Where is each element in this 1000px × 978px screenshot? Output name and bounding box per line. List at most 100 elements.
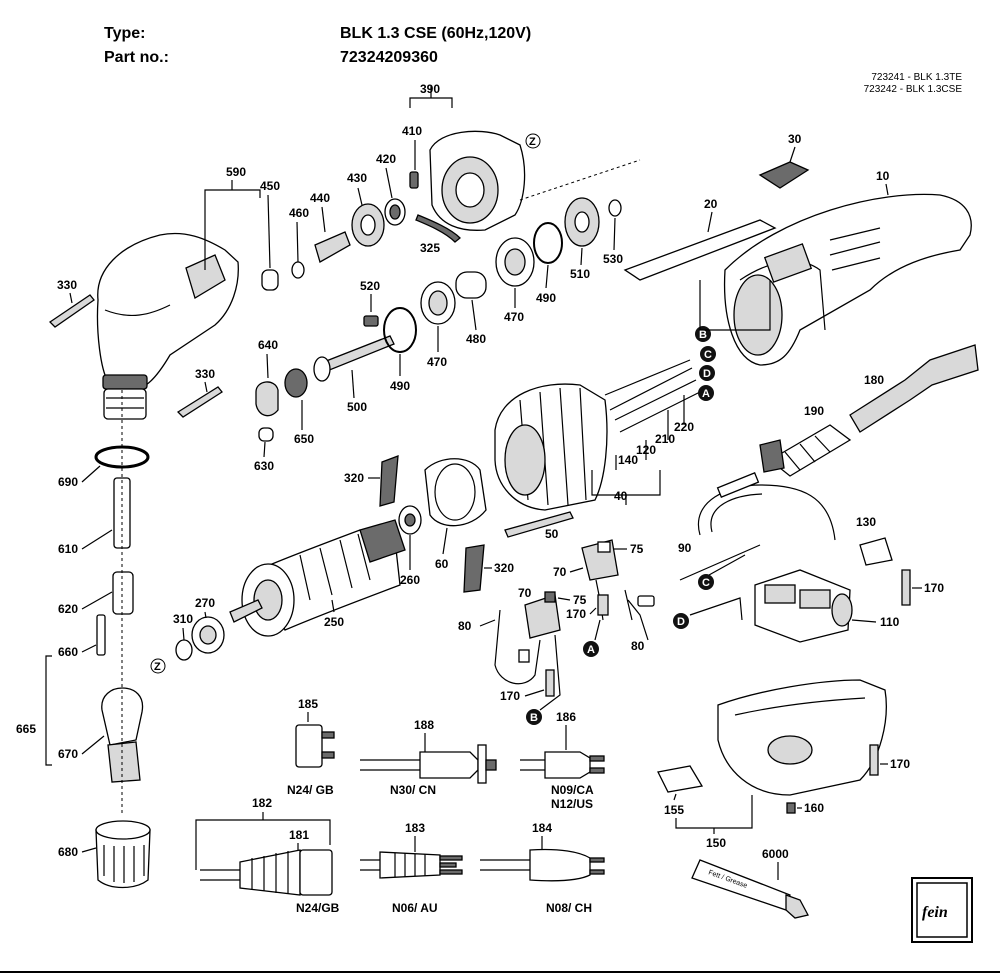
stator — [494, 383, 608, 511]
part-30: 30 — [788, 132, 802, 146]
part-630: 630 — [254, 459, 274, 473]
svg-text:fein: fein — [922, 904, 948, 921]
plug-n08-ch: N08/ CH — [546, 901, 592, 915]
plug-181 — [200, 849, 333, 896]
marker-z-top: Z — [525, 133, 541, 149]
plug-186 — [520, 751, 605, 779]
part-430: 430 — [347, 171, 367, 185]
marker-a-bottom: A — [583, 641, 599, 657]
part-50: 50 — [545, 527, 559, 541]
part-70-top: 70 — [553, 565, 567, 579]
svg-text:D: D — [677, 616, 685, 628]
armature — [229, 519, 406, 637]
plug-185 — [295, 724, 335, 768]
part-190: 190 — [804, 404, 824, 418]
part-no-value: 72324209360 — [340, 49, 438, 66]
plug-n12-us: N12/US — [551, 797, 593, 811]
part-510: 510 — [570, 267, 590, 281]
plug-n06-au: N06/ AU — [392, 901, 438, 915]
part-320-upper: 320 — [344, 471, 364, 485]
part-450: 450 — [260, 179, 280, 193]
part-665: 665 — [16, 722, 36, 736]
plug-n09-ca: N09/CA — [551, 783, 594, 797]
marker-b-top: B — [695, 326, 711, 342]
marker-z-bottom: Z — [150, 658, 166, 674]
part-80-left: 80 — [458, 619, 472, 633]
part-660: 660 — [58, 645, 78, 659]
part-170-lower-center: 170 — [500, 689, 520, 703]
part-185: 185 — [298, 697, 318, 711]
part-320-lower: 320 — [494, 561, 514, 575]
plug-n30-cn: N30/ CN — [390, 783, 436, 797]
part-75-left: 75 — [573, 593, 587, 607]
part-590: 590 — [226, 165, 246, 179]
svg-text:A: A — [587, 644, 595, 656]
svg-text:D: D — [703, 368, 711, 380]
marker-a-top: A — [698, 385, 714, 401]
marker-c-bottom: C — [698, 574, 714, 590]
part-620: 620 — [58, 602, 78, 616]
part-220: 220 — [674, 420, 694, 434]
part-680: 680 — [58, 845, 78, 859]
part-80-right: 80 — [631, 639, 645, 653]
part-330-upper: 330 — [57, 278, 77, 292]
part-610: 610 — [58, 542, 78, 556]
part-460: 460 — [289, 206, 309, 220]
lower-housing-shell — [717, 679, 887, 796]
svg-text:B: B — [530, 712, 538, 724]
part-182: 182 — [252, 796, 272, 810]
part-470-right: 470 — [504, 310, 524, 324]
part-500: 500 — [347, 400, 367, 414]
part-130: 130 — [856, 515, 876, 529]
model-reference-1: 723241 - BLK 1.3TE — [871, 72, 962, 83]
bearing-flange — [429, 130, 526, 231]
plug-n24-gb-upper: N24/ GB — [287, 783, 334, 797]
part-520: 520 — [360, 279, 380, 293]
part-480: 480 — [466, 332, 486, 346]
svg-text:C: C — [704, 349, 712, 361]
motor-housing — [723, 193, 972, 366]
part-270: 270 — [195, 596, 215, 610]
svg-text:B: B — [699, 329, 707, 341]
part-530: 530 — [603, 252, 623, 266]
part-10: 10 — [876, 169, 890, 183]
part-140: 140 — [618, 453, 638, 467]
marker-b-bottom: B — [526, 709, 542, 725]
marker-d-bottom: D — [673, 613, 689, 629]
part-330-lower: 330 — [195, 367, 215, 381]
part-155: 155 — [664, 803, 684, 817]
part-75-top: 75 — [630, 542, 644, 556]
svg-text:A: A — [702, 388, 710, 400]
part-170-bottom-right: 170 — [890, 757, 910, 771]
svg-text:Z: Z — [154, 661, 161, 673]
part-690: 690 — [58, 475, 78, 489]
part-60: 60 — [435, 557, 449, 571]
part-470-left: 470 — [427, 355, 447, 369]
plug-n24-gb-lower: N24/GB — [296, 901, 340, 915]
part-170-top-right: 170 — [924, 581, 944, 595]
part-188: 188 — [414, 718, 434, 732]
svg-text:Z: Z — [529, 136, 536, 148]
part-180: 180 — [864, 373, 884, 387]
part-no-label: Part no.: — [104, 49, 169, 66]
part-390: 390 — [420, 82, 440, 96]
part-181: 181 — [289, 828, 309, 842]
part-110: 110 — [880, 615, 900, 629]
part-325: 325 — [420, 241, 440, 255]
part-250: 250 — [324, 615, 344, 629]
type-label: Type: — [104, 25, 146, 42]
part-490-left: 490 — [390, 379, 410, 393]
grease-tube: Fett / Grease — [691, 859, 809, 919]
part-90: 90 — [678, 541, 692, 555]
part-70-left: 70 — [518, 586, 532, 600]
type-value: BLK 1.3 CSE (60Hz,120V) — [340, 25, 532, 42]
part-183: 183 — [405, 821, 425, 835]
part-20: 20 — [704, 197, 718, 211]
marker-c-top: C — [700, 346, 716, 362]
part-40-label: 40 — [614, 489, 628, 503]
svg-text:C: C — [702, 577, 710, 589]
part-186: 186 — [556, 710, 576, 724]
part-650: 650 — [294, 432, 314, 446]
part-184: 184 — [532, 821, 552, 835]
